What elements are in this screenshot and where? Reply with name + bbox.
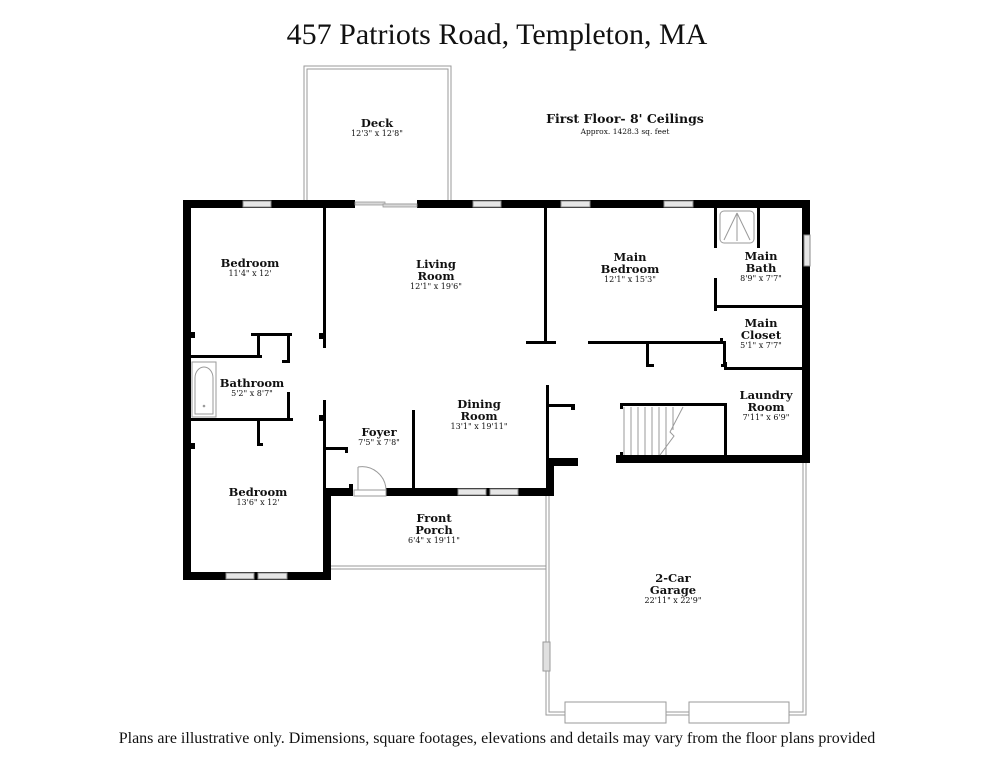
room-laundry-room: Laundry Room 7'11" x 6'9" — [739, 389, 792, 423]
room-name: Foyer — [361, 425, 397, 439]
room-dimensions: 8'9" x 7'7" — [740, 274, 782, 284]
room-dimensions: 7'5" x 7'8" — [358, 438, 400, 448]
room-name-line2: Porch — [415, 523, 453, 538]
floor-name: First Floor- 8' Ceilings — [546, 111, 704, 126]
room-name-line2: Room — [460, 409, 498, 424]
room-name-line1: Main — [744, 316, 778, 330]
room-name-line1: Laundry — [739, 388, 793, 402]
room-dimensions: 6'4" x 19'11" — [408, 536, 460, 546]
room-name: Bedroom — [228, 485, 288, 499]
room-living-room: Living Room 12'1" x 19'6" — [410, 258, 462, 292]
front-door — [353, 466, 387, 497]
room-name-line1: Front — [416, 511, 452, 525]
room-bedroom-2: Bedroom 13'6" x 12' — [229, 486, 288, 507]
room-name: Bedroom — [220, 256, 280, 270]
room-dimensions: 11'4" x 12' — [228, 269, 272, 279]
shower — [719, 210, 755, 244]
porch-outline — [330, 496, 547, 570]
room-dimensions: 22'11" x 22'9" — [644, 596, 702, 606]
room-name-line2: Closet — [740, 328, 782, 343]
room-dimensions: 7'11" x 6'9" — [742, 413, 790, 423]
room-deck: Deck 12'3" x 12'8" — [351, 117, 403, 138]
room-name-line2: Room — [747, 400, 785, 415]
room-name-line1: Main — [613, 250, 647, 264]
room-name-line1: Dining — [457, 397, 501, 411]
room-main-bath: Main Bath 8'9" x 7'7" — [740, 250, 782, 284]
room-dimensions: 5'1" x 7'7" — [740, 341, 782, 351]
disclaimer: Plans are illustrative only. Dimensions,… — [118, 730, 876, 747]
floor-area: Approx. 1428.3 sq. feet — [580, 127, 670, 136]
room-garage: 2-Car Garage 22'11" x 22'9" — [645, 572, 702, 606]
room-name-line1: 2-Car — [655, 571, 691, 585]
room-name-line2: Bath — [745, 261, 777, 276]
room-dimensions: 13'1" x 19'11" — [450, 422, 508, 432]
room-dimensions: 5'2" x 8'7" — [231, 389, 273, 399]
room-name-line1: Living — [416, 257, 456, 271]
room-dimensions: 13'6" x 12' — [236, 498, 280, 508]
room-front-porch: Front Porch 6'4" x 19'11" — [408, 512, 460, 546]
room-name-line2: Room — [417, 269, 455, 284]
room-name-line1: Main — [744, 249, 778, 263]
room-main-bedroom: Main Bedroom 12'1" x 15'3" — [601, 251, 660, 285]
walls — [183, 200, 810, 580]
room-dimensions: 12'3" x 12'8" — [351, 129, 403, 139]
bathtub — [191, 361, 217, 418]
deck-sliding-door — [354, 201, 418, 208]
room-bathroom: Bathroom 5'2" x 8'7" — [220, 377, 284, 398]
room-main-closet: Main Closet 5'1" x 7'7" — [740, 317, 782, 351]
floor-heading: First Floor- 8' Ceilings Approx. 1428.3 … — [520, 111, 730, 136]
room-name: Bathroom — [219, 376, 285, 390]
room-dining-room: Dining Room 13'1" x 19'11" — [451, 398, 508, 432]
room-foyer: Foyer 7'5" x 7'8" — [358, 426, 400, 447]
room-name: Deck — [360, 116, 394, 130]
windows — [225, 200, 811, 580]
room-dimensions: 12'1" x 19'6" — [410, 282, 462, 292]
stairs — [623, 406, 684, 456]
room-name-line2: Garage — [649, 583, 697, 598]
plan-title: 457 Patriots Road, Templeton, MA — [286, 18, 708, 51]
room-name-line2: Bedroom — [600, 262, 660, 277]
room-bedroom-1: Bedroom 11'4" x 12' — [221, 257, 280, 278]
room-dimensions: 12'1" x 15'3" — [604, 275, 656, 285]
garage-outline — [542, 460, 807, 724]
